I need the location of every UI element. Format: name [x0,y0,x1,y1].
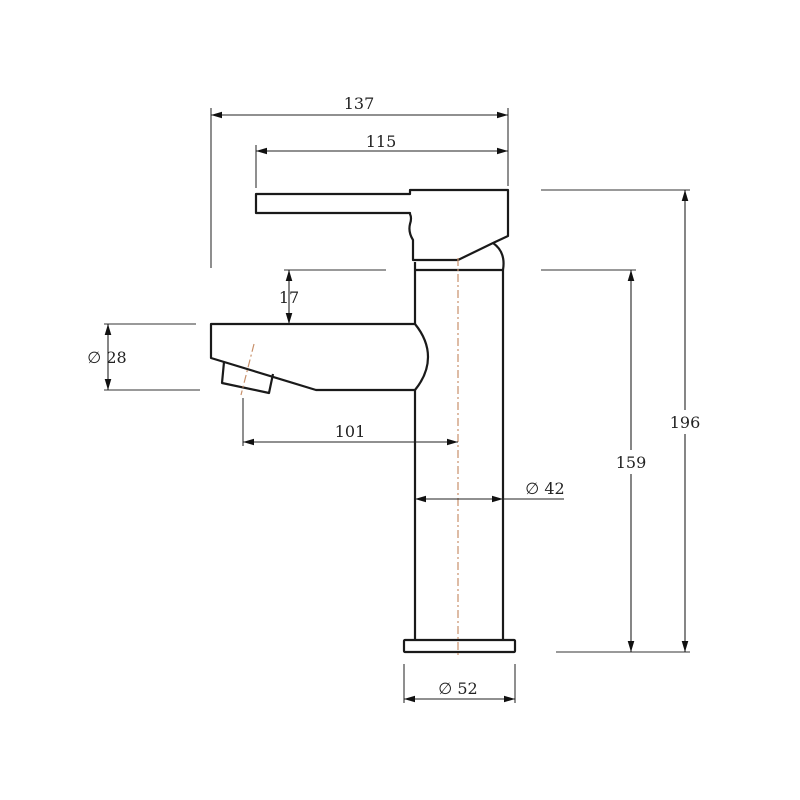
dim-overall-height: 196 [541,189,704,652]
dim-spout-clearance: 17 [279,269,386,324]
dim-body-diameter: ∅ 42 [415,479,565,503]
label-196: 196 [670,413,701,432]
cartridge-cap [413,242,505,272]
label-d42: ∅ 42 [525,479,564,498]
label-17: 17 [279,288,299,307]
dim-spout-diameter: ∅ 28 [87,323,200,391]
tap-outline [209,188,517,654]
label-101: 101 [335,422,366,441]
dim-lever-width: 115 [255,132,508,188]
base-plate [402,638,517,654]
label-115: 115 [366,132,397,151]
label-137: 137 [344,94,375,113]
dim-overall-width: 137 [210,94,509,268]
lever-handle [254,188,510,262]
label-d52: ∅ 52 [438,679,477,698]
dim-body-height: 159 [541,269,690,653]
spout [209,322,430,392]
dim-base-diameter: ∅ 52 [403,664,516,703]
dim-spout-reach: 101 [242,398,458,446]
centerlines [240,258,459,658]
body-column [413,270,505,640]
aerator [220,361,275,395]
label-159: 159 [616,453,647,472]
label-d28: ∅ 28 [87,348,126,367]
aerator-centerline [240,343,255,396]
